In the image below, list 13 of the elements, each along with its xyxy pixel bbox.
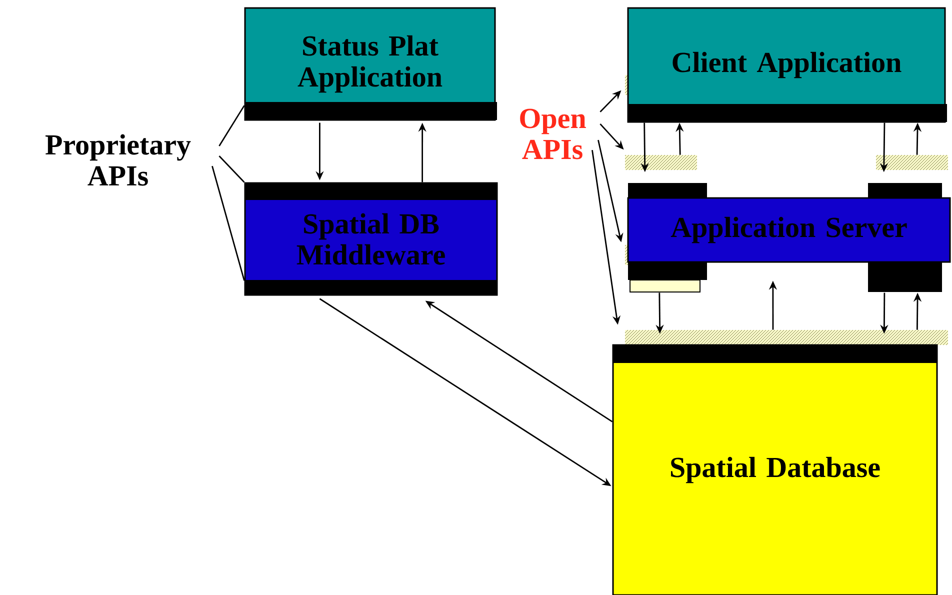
hatched-band (625, 155, 697, 170)
middleware-box: Spatial DB Middleware (244, 182, 498, 296)
leader-line (218, 105, 245, 146)
leader-line (218, 156, 245, 183)
application-box: Status Plat Application (244, 7, 497, 121)
callout-text: Open APIs (520, 108, 586, 160)
server-box: Application Server (627, 183, 951, 292)
leader-line (212, 166, 245, 281)
hatched-band (876, 155, 948, 170)
database-box: Spatial Database (612, 344, 938, 595)
callout-text: Proprietary APIs (46, 134, 191, 186)
hatched-band (625, 330, 948, 345)
application-box: Client Application (627, 7, 947, 123)
